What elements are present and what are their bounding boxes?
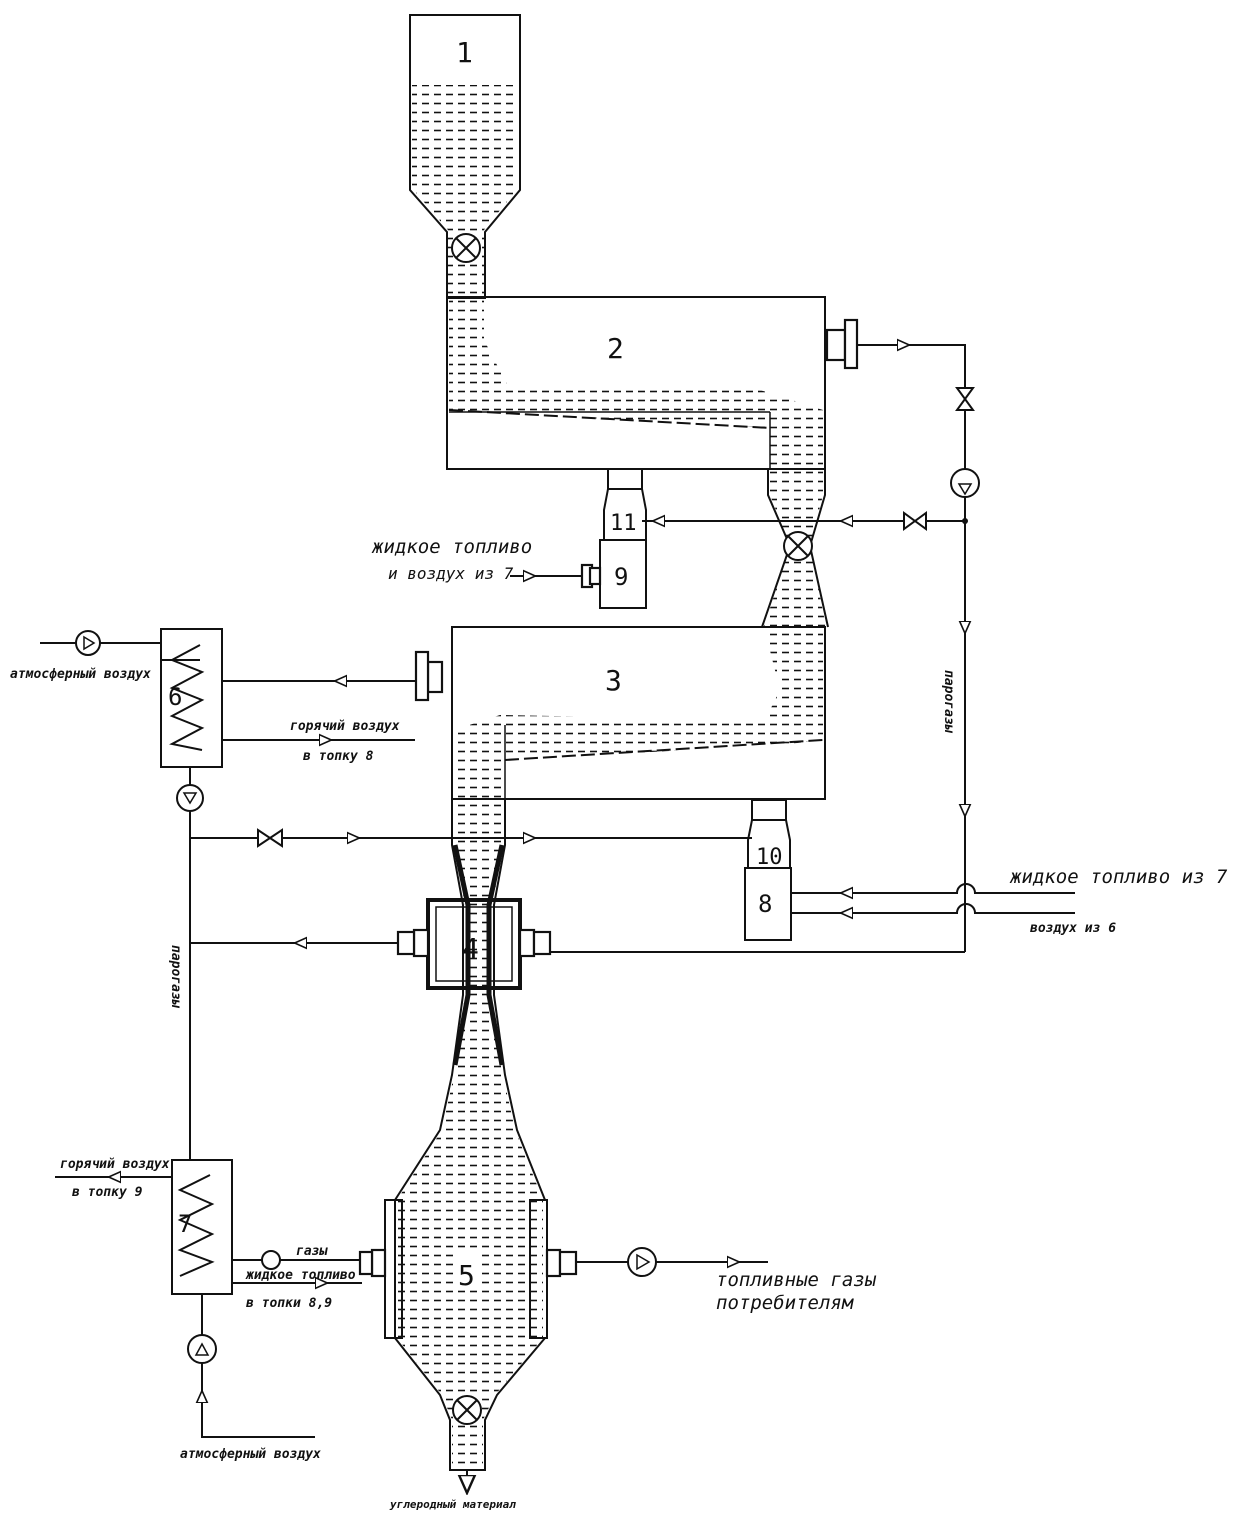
valve-right-mid xyxy=(903,511,927,531)
label-4: 4 xyxy=(462,932,479,965)
label-liquid-fuel-from7: жидкое топливо из 7 xyxy=(1009,866,1228,888)
label-8: 8 xyxy=(758,890,772,918)
label-liquid-fuel-air7-2: и воздух из 7 xyxy=(388,564,514,583)
valve-discharge xyxy=(452,1395,482,1425)
blower-fuel-gases xyxy=(627,1247,657,1277)
label-liquid-fuel-air7-1: жидкое топливо xyxy=(371,536,532,558)
furnace-11-9: 11 9 xyxy=(580,468,647,609)
valve-left-steam xyxy=(257,828,283,848)
label-5: 5 xyxy=(458,1259,475,1292)
blower-7-bottom xyxy=(187,1334,217,1364)
gasifier-5: 5 xyxy=(358,1199,578,1471)
label-hot-air-1: горячий воздух xyxy=(290,719,400,734)
label-hot-air9-1: горячий воздух xyxy=(60,1157,170,1172)
label-fuel-gases-1: топливные газы xyxy=(716,1269,877,1291)
dryer-2: 2 xyxy=(446,296,859,470)
label-3: 3 xyxy=(605,664,622,697)
label-9: 9 xyxy=(614,563,628,591)
furnace-10-8: 10 8 xyxy=(744,799,792,941)
dryer-2-outlet-flange xyxy=(825,328,847,362)
label-fuel-gases-2: потребителям xyxy=(716,1292,854,1314)
label-11: 11 xyxy=(610,511,637,536)
transfer-channel-2-3 xyxy=(761,469,829,628)
blower-right xyxy=(950,468,980,498)
blower-atm-air-6 xyxy=(75,630,101,656)
reactor-4: 4 xyxy=(394,799,552,1201)
label-steam-gas-left: парогазы xyxy=(168,945,183,1009)
label-carbon-material: углеродный материал xyxy=(389,1498,516,1511)
label-2: 2 xyxy=(607,332,624,365)
label-steam-gas-right: парогазы xyxy=(941,670,956,734)
label-hot-air9-2: в топку 9 xyxy=(72,1185,143,1200)
blower-gases xyxy=(261,1250,281,1270)
label-gases: газы xyxy=(296,1244,328,1259)
label-air-from6: воздух из 6 xyxy=(1030,921,1116,936)
hopper-1: 1 xyxy=(409,14,521,299)
label-6: 6 xyxy=(168,683,182,711)
pyrolyzer-3: 3 xyxy=(414,626,826,800)
valve-hopper-outlet xyxy=(451,233,481,263)
valve-transfer-2-3 xyxy=(783,531,813,561)
label-1: 1 xyxy=(456,36,473,69)
label-hot-air-2: в топку 8 xyxy=(303,749,374,764)
label-liquid-fuel-bottom: жидкое топливо xyxy=(245,1268,356,1283)
valve-right-top xyxy=(955,387,975,411)
label-atm-air-bottom: атмосферный воздух xyxy=(180,1447,321,1462)
heat-exchanger-7: 7 xyxy=(171,1159,233,1295)
label-atm-air-top: атмосферный воздух xyxy=(10,667,151,682)
label-7: 7 xyxy=(178,1210,192,1238)
heat-exchanger-6: 6 xyxy=(160,628,223,768)
blower-6-bottom xyxy=(176,784,204,812)
label-10: 10 xyxy=(756,845,783,870)
dryer-2-outlet-flange-plate xyxy=(843,318,859,370)
label-to-furnaces: в топки 8,9 xyxy=(246,1296,332,1311)
